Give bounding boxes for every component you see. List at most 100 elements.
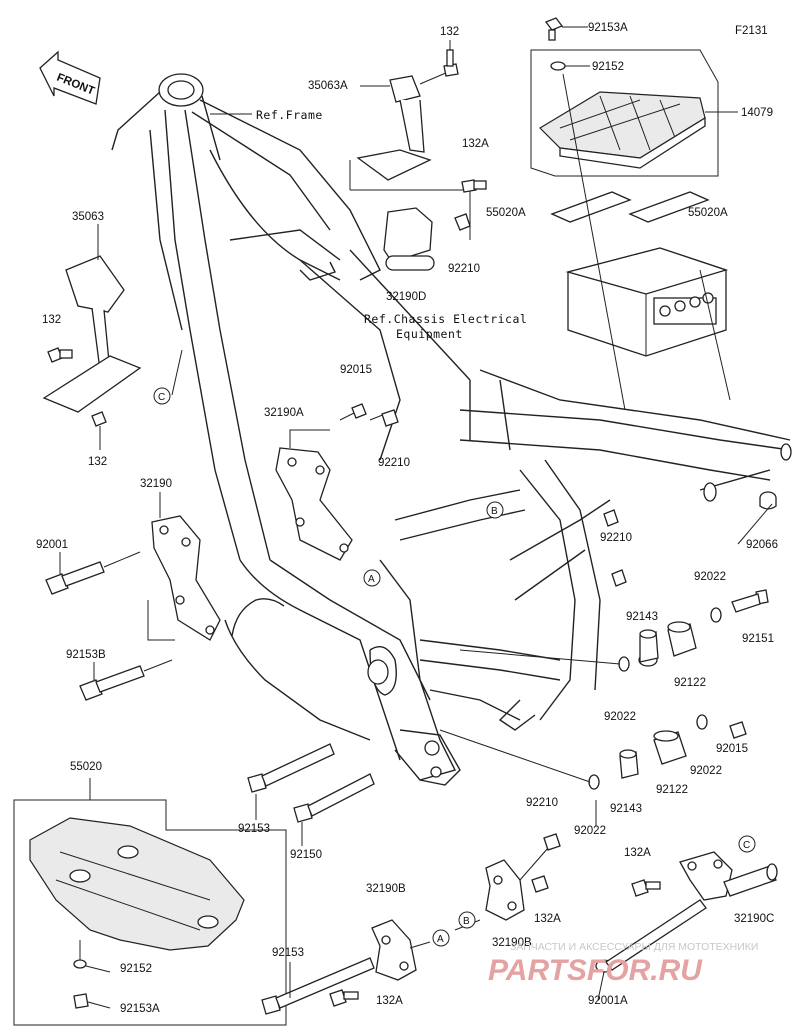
- label-92153A-bottom: 92153A: [120, 1003, 160, 1015]
- svg-text:A: A: [437, 934, 444, 945]
- label-32190B-b: 32190B: [492, 937, 532, 949]
- label-55020A-right: 55020A: [688, 207, 728, 219]
- label-132A-mid: 132A: [534, 913, 561, 925]
- label-92022-a: 92022: [694, 571, 726, 583]
- bracket-32190B-b: [485, 859, 525, 921]
- label-132A-top: 132A: [462, 138, 489, 150]
- ref-chassis-line1: Ref.Chassis Electrical: [364, 312, 527, 326]
- svg-text:B: B: [491, 506, 498, 517]
- strap-55020A-right: [628, 191, 710, 223]
- bolt-92153-mid: [247, 743, 335, 793]
- bolt-92153B: [79, 665, 145, 701]
- washer-92152-top: [550, 61, 566, 71]
- label-92001: 92001: [36, 539, 68, 551]
- washer-92022-a: [710, 607, 722, 623]
- label-35063: 35063: [72, 211, 104, 223]
- watermark-tagline: ЗАПЧАСТИ И АКСЕССУАРЫ ДЛЯ МОТОТЕХНИКИ: [510, 941, 758, 953]
- label-92210-d: 92210: [526, 797, 558, 809]
- strap-55020A-left: [550, 191, 632, 223]
- label-132-lower: 132: [88, 456, 107, 468]
- nut-92210-e: [611, 569, 627, 587]
- bracket-32190: [151, 515, 221, 641]
- label-32190A: 32190A: [264, 407, 304, 419]
- callout-B-lower: B: [458, 911, 476, 929]
- spacer-92122-a: [667, 621, 697, 657]
- nut-92210-d: [543, 833, 561, 851]
- label-32190D: 32190D: [386, 291, 426, 303]
- label-92015-b: 92015: [716, 743, 748, 755]
- battery: [565, 247, 729, 357]
- label-92210-a: 92210: [448, 263, 480, 275]
- bracket-32190B-a: [371, 919, 417, 981]
- label-92122-b: 92122: [656, 784, 688, 796]
- skid-plate-55020: [29, 817, 245, 951]
- bracket-35063A: [356, 75, 432, 181]
- ref-frame-label: Ref.Frame: [256, 108, 323, 122]
- bracket-35063: [42, 255, 142, 413]
- bolt-92153A-bottom: [73, 993, 89, 1009]
- collar-32190D: [383, 207, 435, 271]
- label-92152-top: 92152: [592, 61, 624, 73]
- label-92152-bottom: 92152: [120, 963, 152, 975]
- callout-B-upper: B: [486, 501, 504, 519]
- callout-C-left: C: [153, 387, 171, 405]
- label-92143-a: 92143: [626, 611, 658, 623]
- label-132-left: 132: [42, 314, 61, 326]
- nut-92210-a: [454, 213, 471, 231]
- washer-92022-b: [618, 656, 630, 672]
- bracket-32190C: [679, 851, 778, 901]
- svg-text:B: B: [463, 916, 470, 927]
- collar-92143-a: [638, 629, 659, 667]
- label-35063A: 35063A: [308, 80, 348, 92]
- label-92210-b: 92210: [378, 457, 410, 469]
- label-92122-a: 92122: [674, 677, 706, 689]
- label-92150: 92150: [290, 849, 322, 861]
- bolt-132A-mid: [531, 875, 549, 893]
- bolt-132-lower: [91, 411, 107, 427]
- label-92153B: 92153B: [66, 649, 106, 661]
- label-92210-c: 92210: [600, 532, 632, 544]
- label-32190: 32190: [140, 478, 172, 490]
- nut-92015-a: [351, 403, 367, 419]
- spacer-92122-b: [653, 730, 687, 765]
- label-32190C: 32190C: [734, 913, 774, 925]
- washer-92152-bottom: [73, 959, 87, 969]
- watermark-logo: PARTSFOR.RU: [488, 954, 703, 987]
- plug-92066: [759, 491, 777, 510]
- svg-text:A: A: [368, 574, 375, 585]
- label-92143-b: 92143: [610, 803, 642, 815]
- bolt-132A-right: [631, 879, 661, 897]
- callout-A-lower: A: [432, 929, 450, 947]
- bolt-92153A-top: [544, 17, 564, 41]
- collar-92143-b: [619, 749, 639, 779]
- label-132A-right: 132A: [624, 847, 651, 859]
- label-92022-c: 92022: [690, 765, 722, 777]
- bolt-132-left: [47, 347, 73, 363]
- callout-A-upper: A: [363, 569, 381, 587]
- nut-92015-b: [729, 721, 747, 739]
- washer-92022-c: [696, 714, 708, 730]
- label-92153-bottom: 92153: [272, 947, 304, 959]
- front-arrow-icon: FRONT: [39, 50, 101, 105]
- label-92153A-top: 92153A: [588, 22, 628, 34]
- label-14079: 14079: [741, 107, 773, 119]
- bolt-92001A: [595, 899, 707, 973]
- label-92066: 92066: [746, 539, 778, 551]
- label-132A-bottom: 132A: [376, 995, 403, 1007]
- ref-chassis-line2: Equipment: [396, 327, 463, 341]
- washer-92022-d: [588, 774, 600, 790]
- label-32190B-a: 32190B: [366, 883, 406, 895]
- nut-92210-b: [381, 409, 399, 427]
- label-92001A: 92001A: [588, 995, 628, 1007]
- bolt-92150: [293, 773, 375, 823]
- label-92153-mid: 92153: [238, 823, 270, 835]
- callout-C-lower: C: [738, 835, 756, 853]
- label-92151: 92151: [742, 633, 774, 645]
- svg-text:C: C: [158, 392, 165, 403]
- bolt-92001: [45, 561, 105, 595]
- label-92022-d: 92022: [574, 825, 606, 837]
- bracket-32190A: [275, 447, 353, 561]
- bolt-92151: [731, 589, 769, 613]
- label-92022-b: 92022: [604, 711, 636, 723]
